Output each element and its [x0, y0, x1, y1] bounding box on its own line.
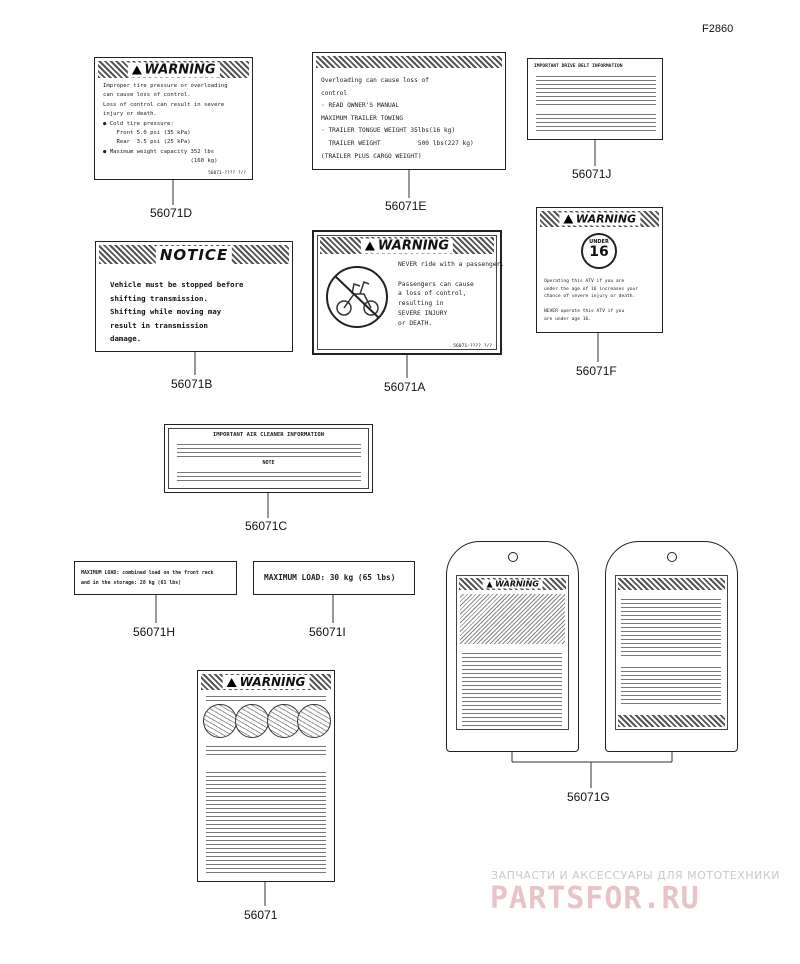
- warning-header: WARNING: [98, 61, 249, 78]
- fine-print: [206, 743, 326, 757]
- label-56071i: MAXIMUM LOAD: 30 kg (65 lbs): [253, 561, 415, 595]
- part-number-56071b: 56071B: [171, 377, 213, 391]
- label-56071h: MAXIMUM LOAD: combined load on the front…: [74, 561, 237, 595]
- inner-border: [317, 235, 497, 350]
- label-body: Operating this ATV if you are under the …: [544, 279, 639, 322]
- tag-hole: [508, 552, 518, 562]
- label-note: NOTE: [262, 460, 275, 466]
- label-heading: WARNING: [239, 675, 306, 689]
- warning-header: WARNING: [540, 211, 659, 227]
- warning-header: WARNING: [201, 674, 331, 690]
- label-56071: WARNING: [197, 670, 335, 882]
- part-number-56071h: 56071H: [133, 625, 176, 639]
- pictogram-panel: [460, 594, 565, 644]
- part-number-56071d: 56071D: [150, 206, 193, 220]
- age-badge-caption: UNDER: [589, 239, 609, 245]
- warning-triangle-icon: [486, 581, 493, 588]
- part-number-56071g: 56071G: [567, 790, 610, 804]
- header-band: [618, 578, 725, 590]
- warning-triangle-icon: [226, 678, 237, 687]
- hatched-band: [316, 56, 502, 68]
- label-body: Vehicle must be stopped before shifting …: [110, 280, 244, 343]
- watermark-tagline: ЗАПЧАСТИ И АКСЕССУАРЫ ДЛЯ МОТОТЕХНИКИ: [491, 869, 780, 882]
- label-56071e: Overloading can cause loss of control · …: [312, 52, 506, 170]
- label-body: NEVER ride with a passenger. Passengers …: [398, 261, 505, 327]
- warning-header: WARNING: [320, 237, 494, 254]
- safety-pictogram-2-icon: [235, 704, 269, 738]
- part-number-56071a: 56071A: [384, 380, 426, 394]
- tag-panel: [615, 575, 728, 730]
- fine-print: [206, 769, 326, 875]
- fine-print: [177, 441, 361, 458]
- label-56071f: WARNING UNDER 16 Operating this ATV if y…: [536, 207, 663, 333]
- tag-panel: WARNING: [456, 575, 569, 730]
- safety-pictogram-1-icon: [203, 704, 237, 738]
- warning-header: WARNING: [459, 578, 566, 590]
- fine-print: [177, 469, 361, 483]
- no-passenger-icon: [326, 266, 388, 328]
- label-heading: WARNING: [495, 579, 539, 589]
- label-heading: IMPORTANT DRIVE BELT INFORMATION: [534, 64, 623, 69]
- fine-print: [536, 111, 656, 133]
- tag-hole: [667, 552, 677, 562]
- warning-triangle-icon: [364, 241, 375, 250]
- footer-band: [618, 715, 725, 727]
- safety-pictogram-4-icon: [297, 704, 331, 738]
- label-heading: IMPORTANT AIR CLEANER INFORMATION: [212, 432, 325, 438]
- part-number-56071e: 56071E: [385, 199, 427, 213]
- notice-header: NOTICE: [99, 245, 289, 264]
- fine-print: [621, 664, 721, 704]
- part-number-56071c: 56071C: [245, 519, 288, 533]
- label-body: Improper tire pressure or overloading ca…: [103, 83, 228, 165]
- hang-tag-right: [605, 541, 738, 752]
- label-code: 56071-???? ?/?: [453, 344, 492, 349]
- label-56071j: IMPORTANT DRIVE BELT INFORMATION: [527, 58, 663, 140]
- age-badge: UNDER 16: [581, 233, 617, 269]
- warning-triangle-icon: [131, 65, 142, 74]
- part-number-56071: 56071: [244, 908, 278, 922]
- part-number-56071i: 56071I: [309, 625, 346, 639]
- part-number-56071f: 56071F: [576, 364, 617, 378]
- diagram-code: F2860: [702, 23, 734, 35]
- label-56071b: NOTICE Vehicle must be stopped before sh…: [95, 241, 293, 352]
- watermark-brand: PARTSFOR.RU: [490, 881, 700, 916]
- label-heading: WARNING: [377, 238, 450, 253]
- fine-print: [536, 73, 656, 107]
- label-body: MAXIMUM LOAD: 30 kg (65 lbs): [264, 573, 396, 582]
- safety-pictogram-3-icon: [267, 704, 301, 738]
- part-number-56071j: 56071J: [572, 167, 612, 181]
- label-56071d: WARNING Improper tire pressure or overlo…: [94, 57, 253, 180]
- label-56071c: IMPORTANT AIR CLEANER INFORMATION NOTE: [164, 424, 373, 493]
- fine-print: [462, 650, 562, 726]
- label-56071a: WARNING NEVER ride with a passenger. Pas…: [312, 230, 505, 355]
- label-body: MAXIMUM LOAD: combined load on the front…: [81, 570, 214, 586]
- age-badge-number: 16: [589, 244, 609, 260]
- label-heading: NOTICE: [155, 245, 233, 264]
- label-heading: WARNING: [144, 62, 216, 77]
- inner-border: [168, 428, 369, 489]
- fine-print: [206, 693, 326, 701]
- label-code: 56071-???? ?/?: [208, 171, 246, 176]
- fine-print: [621, 596, 721, 656]
- label-heading: WARNING: [575, 212, 637, 226]
- hang-tag-left: WARNING: [446, 541, 579, 752]
- label-body: Overloading can cause loss of control · …: [321, 77, 474, 160]
- warning-triangle-icon: [562, 214, 573, 224]
